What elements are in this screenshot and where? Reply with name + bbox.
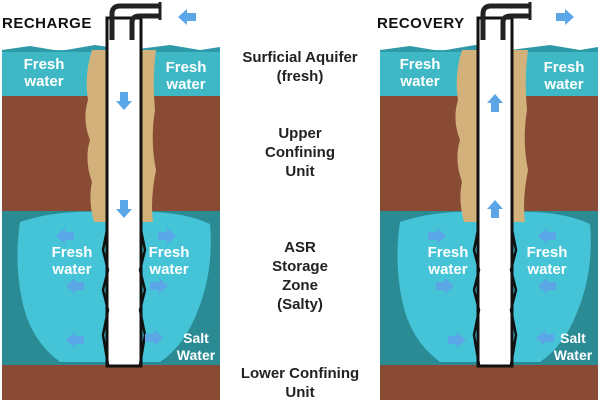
- recovery-title: RECOVERY: [377, 15, 465, 32]
- fresh-water-label: Fresh water: [23, 56, 65, 90]
- gravel-pack-left: [85, 50, 108, 222]
- recharge-panel: [2, 2, 220, 400]
- fresh-water-label: Fresh water: [543, 59, 585, 93]
- fresh-water-label: Fresh water: [148, 244, 190, 278]
- recharge-title: RECHARGE: [2, 15, 92, 32]
- outflow-pipe-right: [480, 3, 530, 40]
- lower-confining-label: Lower Confining Unit: [240, 365, 360, 401]
- gravel-pack-right: [455, 50, 479, 222]
- salt-water-label: Salt Water: [176, 330, 216, 363]
- storage-zone-label: ASR Storage Zone (Salty): [272, 239, 328, 313]
- lower-confining-right: [380, 365, 598, 400]
- inflow-arrow-icon: [178, 9, 196, 25]
- fresh-water-label: Fresh water: [427, 244, 469, 278]
- fresh-water-label: Fresh water: [526, 244, 568, 278]
- lower-confining-left: [2, 365, 220, 400]
- fresh-water-label: Fresh water: [51, 244, 93, 278]
- surficial-aquifer-label: Surficial Aquifer (fresh): [242, 49, 358, 85]
- upper-confining-label: Upper Confining Unit: [265, 125, 335, 180]
- well-casing-left: [105, 16, 143, 368]
- fresh-water-label: Fresh water: [165, 59, 207, 93]
- recovery-panel: [380, 2, 598, 400]
- outflow-arrow-icon: [556, 9, 574, 25]
- inflow-pipe-left: [109, 3, 160, 40]
- fresh-water-label: Fresh water: [399, 56, 441, 90]
- well-casing-right: [476, 16, 514, 368]
- salt-water-label: Salt Water: [553, 330, 593, 363]
